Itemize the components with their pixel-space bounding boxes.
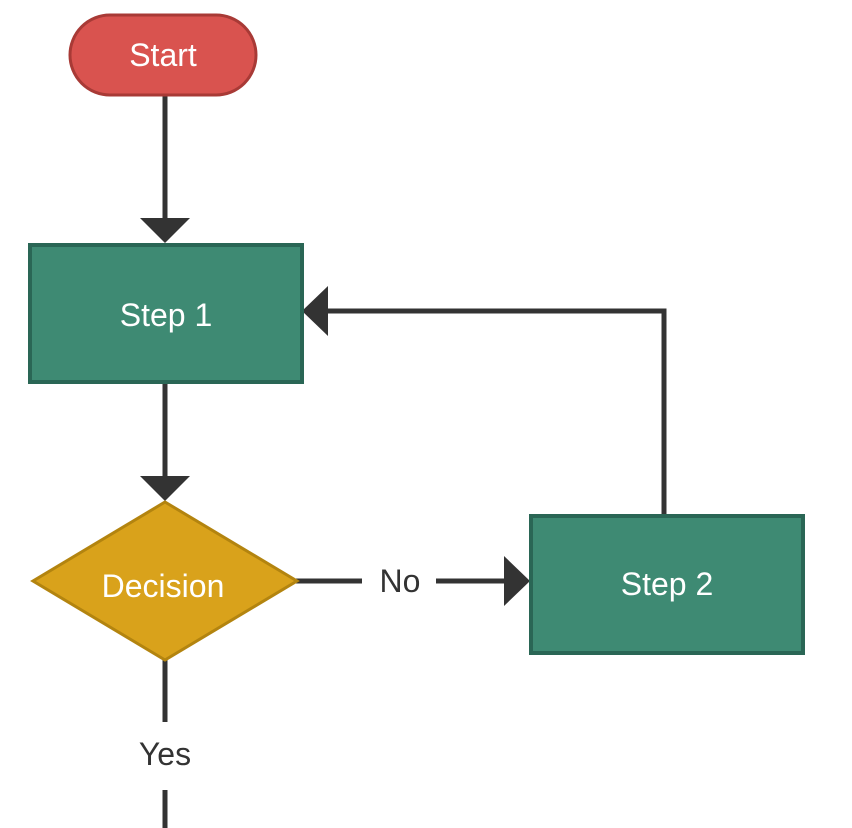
step2-process-shape — [529, 514, 805, 655]
connector-start-to-step1 — [140, 95, 190, 243]
step1-label: Step 1 — [120, 297, 213, 333]
connector-step2-to-step1 — [302, 286, 667, 516]
arrowhead-down-icon — [140, 218, 190, 243]
step1-process-shape — [28, 243, 304, 384]
edge-label-no: No — [380, 563, 421, 599]
edge-label-yes: Yes — [139, 736, 191, 772]
start-terminal-shape — [68, 13, 258, 97]
arrowhead-left-icon — [302, 286, 328, 336]
node-start[interactable]: Start — [68, 13, 258, 97]
node-step1[interactable]: Step 1 — [28, 243, 304, 384]
node-decision[interactable]: Decision — [30, 500, 300, 662]
node-step2[interactable]: Step 2 — [529, 514, 805, 655]
decision-diamond-shape — [30, 500, 300, 662]
decision-label: Decision — [102, 568, 225, 604]
arrowhead-down-icon — [140, 476, 190, 501]
start-label: Start — [129, 37, 197, 73]
connector-step1-to-decision — [140, 383, 190, 501]
connector-decision-to-step2 — [296, 556, 530, 606]
arrowhead-right-icon — [504, 556, 530, 606]
step2-label: Step 2 — [621, 566, 714, 602]
